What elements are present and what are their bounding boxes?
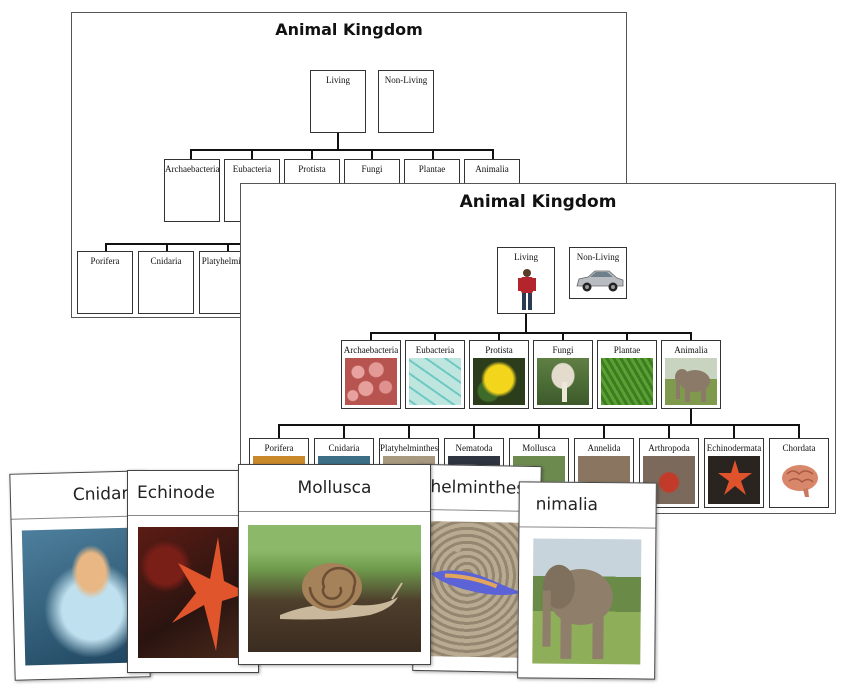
front-box-fungi: Fungi [533, 340, 593, 409]
elephant-icon [675, 369, 710, 402]
card-animalia: nimalia [517, 481, 657, 680]
connector [166, 243, 168, 251]
card-echinodermata-title: Echinode [128, 471, 258, 516]
connector [337, 133, 339, 150]
elephant-icon [542, 564, 613, 660]
connector [498, 332, 500, 340]
card-animalia-title: nimalia [519, 482, 656, 529]
connector [432, 149, 434, 159]
connector [190, 149, 493, 151]
connector [105, 243, 107, 251]
eubacteria-image [409, 358, 461, 405]
connector [371, 149, 373, 159]
front-box-chordata: Chordata [769, 438, 829, 508]
connector [278, 424, 280, 438]
fungi-image [537, 358, 589, 405]
echinodermata-photo [138, 527, 248, 658]
flatworm-icon [430, 570, 523, 595]
animalia-photo [532, 538, 642, 665]
connector [343, 424, 345, 438]
person-icon [518, 269, 536, 310]
starfish-icon [172, 537, 248, 651]
connector [690, 409, 692, 424]
mollusca-photo [248, 525, 421, 652]
protista-image [473, 358, 525, 405]
animalia-image [665, 358, 717, 405]
card-platyhelminthes: helminthes [412, 463, 542, 674]
back-sheet-title: Animal Kingdom [275, 20, 423, 39]
front-box-non-living: Non-Living [569, 247, 627, 299]
front-box-plantae: Plantae [597, 340, 657, 409]
front-box-protista: Protista [469, 340, 529, 409]
card-mollusca-title: Mollusca [239, 465, 430, 512]
connector [370, 332, 691, 334]
connector [538, 424, 540, 438]
connector [251, 149, 253, 159]
connector [105, 243, 285, 245]
plantae-image [601, 358, 653, 405]
connector [311, 149, 313, 159]
card-mollusca: Mollusca [238, 464, 431, 665]
back-box-non-living: Non-Living [378, 70, 434, 133]
brain-icon [782, 465, 818, 497]
front-box-eubacteria: Eubacteria [405, 340, 465, 409]
connector [798, 424, 800, 438]
chordata-image [773, 456, 825, 504]
front-box-animalia: Animalia [661, 340, 721, 409]
connector [525, 314, 527, 333]
connector [562, 332, 564, 340]
connector [690, 332, 692, 340]
connector [733, 424, 735, 438]
back-box-living: Living [310, 70, 366, 133]
back-box-porifera: Porifera [77, 251, 133, 314]
card-cnidaria-title: Cnidar [10, 471, 146, 520]
front-box-living: Living [497, 247, 555, 314]
connector [473, 424, 475, 438]
back-box-cnidaria: Cnidaria [138, 251, 194, 314]
front-sheet-title: Animal Kingdom [459, 192, 617, 212]
connector [370, 332, 372, 340]
car-icon [576, 270, 624, 292]
connector [408, 424, 410, 438]
cnidaria-photo [21, 527, 140, 666]
card-echinodermata: Echinode [127, 470, 259, 673]
snail-icon [280, 563, 403, 620]
platyhelminthes-photo [425, 521, 528, 658]
connector [434, 332, 436, 340]
connector [668, 424, 670, 438]
connector [227, 243, 229, 251]
connector [626, 332, 628, 340]
archaebacteria-image [345, 358, 397, 405]
connector [603, 424, 605, 438]
back-box-archaebacteria: Archaebacteria [164, 159, 220, 222]
starfish-icon [718, 460, 752, 495]
back-sheet: Animal Kingdom Living Non-Living Archaeb… [71, 12, 627, 318]
connector [492, 149, 494, 159]
front-box-archaebacteria: Archaebacteria [341, 340, 401, 409]
echinodermata-image [708, 456, 760, 504]
front-sheet: Animal Kingdom Living Non-Living Archaeb… [240, 183, 836, 514]
front-box-echinodermata: Echinodermata [704, 438, 764, 508]
connector [190, 149, 192, 159]
